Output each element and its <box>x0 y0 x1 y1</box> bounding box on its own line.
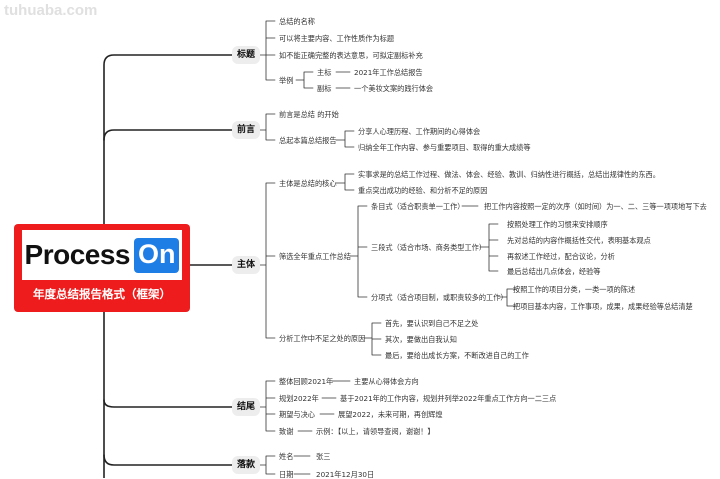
ending-value: 示例：【以上，请领导查阅，谢谢！】 <box>316 427 435 436</box>
example-main-value: 2021年工作总结报告 <box>354 68 423 77</box>
ending-value: 展望2022，未来可期，再创辉煌 <box>338 410 443 419</box>
branch-body[interactable]: 主体 <box>232 256 260 274</box>
branch-preface[interactable]: 前言 <box>232 121 260 139</box>
mode-detail: 按照处理工作的习惯来安排顺序 <box>507 220 608 229</box>
signature-value: 张三 <box>316 452 331 461</box>
preface-item: 前言是总结 的开始 <box>279 110 339 119</box>
mode-three-part: 三段式（适合市场、商务类型工作） <box>371 243 487 252</box>
example-sub-key: 副标 <box>317 84 332 93</box>
ending-key: 致谢 <box>279 427 294 436</box>
title-item: 总结的名称 <box>279 17 315 26</box>
title-item: 举例 <box>279 76 294 85</box>
ending-key: 规划2022年 <box>279 394 319 403</box>
shortfall-item: 其次，要做出自我认知 <box>385 335 457 344</box>
root-subtitle: 年度总结报告格式（框架） <box>33 287 171 301</box>
body-core-item: 重点突出成功的经验、和分析不足的原因 <box>358 186 488 195</box>
mode-item-list: 条目式（适合职责单一工作） <box>371 202 465 211</box>
shortfall-item: 首先，要认识到自己不足之处 <box>385 319 479 328</box>
preface-sub-item: 归纳全年工作内容、参与重要项目、取得的重大成绩等 <box>358 143 531 152</box>
mode-itemized: 分项式（适合项目制，或职责较多的工作） <box>371 293 508 302</box>
logo-on-badge: On <box>133 237 180 273</box>
signature-key: 日期 <box>279 470 294 479</box>
example-sub-value: 一个美妆文案的践行体会 <box>354 84 434 93</box>
branch-ending[interactable]: 结尾 <box>232 398 260 416</box>
mode-detail: 把项目基本内容，工作事项，成果，成果经验等总结清楚 <box>513 302 693 311</box>
example-main-key: 主标 <box>317 68 332 77</box>
mode-detail: 先对总结的内容作概括性交代，表明基本观点 <box>507 236 651 245</box>
preface-item: 总起本篇总结报告 <box>279 136 337 145</box>
body-shortfall: 分析工作中不足之处的原因 <box>279 334 366 343</box>
ending-value: 基于2021年的工作内容，规划并列举2022年重点工作方向一二三点 <box>340 394 557 403</box>
body-core: 主体是总结的核心 <box>279 179 337 188</box>
signature-key: 姓名 <box>279 452 294 461</box>
mode-detail: 按照工作的项目分类，一类一项的陈述 <box>513 285 636 294</box>
root-node[interactable]: Process On 年度总结报告格式（框架） <box>14 224 190 312</box>
ending-value: 主要从心得体会方向 <box>354 377 419 386</box>
mode-detail: 把工作内容按照一定的次序（如时间）为一、二、三等一项项地写下去 <box>484 202 707 211</box>
body-core-item: 实事求是的总结工作过程、做法、体会、经验、教训、归纳性进行概括，总结出规律性的东… <box>358 170 660 179</box>
signature-value: 2021年12月30日 <box>316 470 375 479</box>
trunk-line <box>103 54 233 478</box>
watermark-text: tuhuaba.com <box>4 2 98 19</box>
shortfall-item: 最后，要给出成长方案，不断改进自己的工作 <box>385 351 529 360</box>
body-review: 筛选全年重点工作总结 <box>279 252 351 261</box>
ending-key: 期望与决心 <box>279 410 315 419</box>
title-item: 如不能正确完整的表达意思，可拟定副标补充 <box>279 51 423 60</box>
logo-word: Process <box>24 239 131 270</box>
ending-key: 整体回顾2021年 <box>279 377 334 386</box>
branch-title[interactable]: 标题 <box>232 46 260 64</box>
mode-detail: 最后总结出几点体会，经验等 <box>507 267 601 276</box>
preface-sub-item: 分享人心理历程、工作期间的心得体会 <box>358 127 481 136</box>
processon-logo: Process On <box>22 230 182 280</box>
title-item: 可以将主要内容、工作性质作为标题 <box>279 34 395 43</box>
branch-signature[interactable]: 落款 <box>232 456 260 474</box>
mode-detail: 再叙述工作经过，配合议论，分析 <box>507 252 615 261</box>
